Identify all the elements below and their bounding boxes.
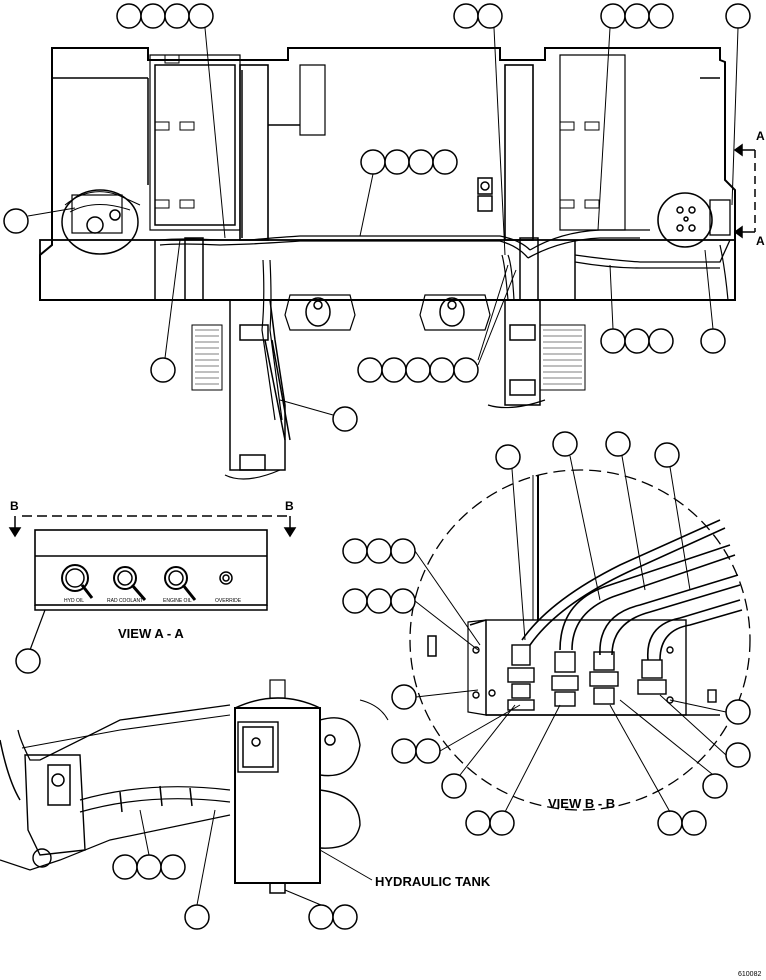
gauge-label-engine-oil: ENGINE OIL — [163, 598, 192, 604]
hydraulic-tank-label: HYDRAULIC TANK — [375, 874, 491, 889]
view-aa-title: VIEW A - A — [118, 626, 184, 641]
gauge-label-override: OVERRIDE — [215, 598, 242, 604]
section-b-left-letter: B — [10, 499, 19, 513]
view-bb-detail — [409, 469, 751, 811]
section-a-top-letter: A — [756, 129, 765, 143]
gauge-panel — [8, 515, 297, 611]
hydraulic-tank-assembly — [0, 679, 389, 894]
section-a-bottom-letter: A — [756, 234, 765, 248]
leader-lines — [27, 27, 739, 906]
main-frame-assembly — [39, 47, 736, 480]
section-a-marker — [733, 143, 756, 239]
gauge-label-rad-coolant: RAD COOLANT — [107, 598, 143, 604]
callout-balloons — [3, 3, 751, 930]
view-bb-title: VIEW B - B — [548, 796, 615, 811]
figure-number: 610082 — [738, 971, 761, 978]
gauge-label-hyd-oil: HYD OIL — [64, 598, 84, 604]
section-b-right-letter: B — [285, 499, 294, 513]
